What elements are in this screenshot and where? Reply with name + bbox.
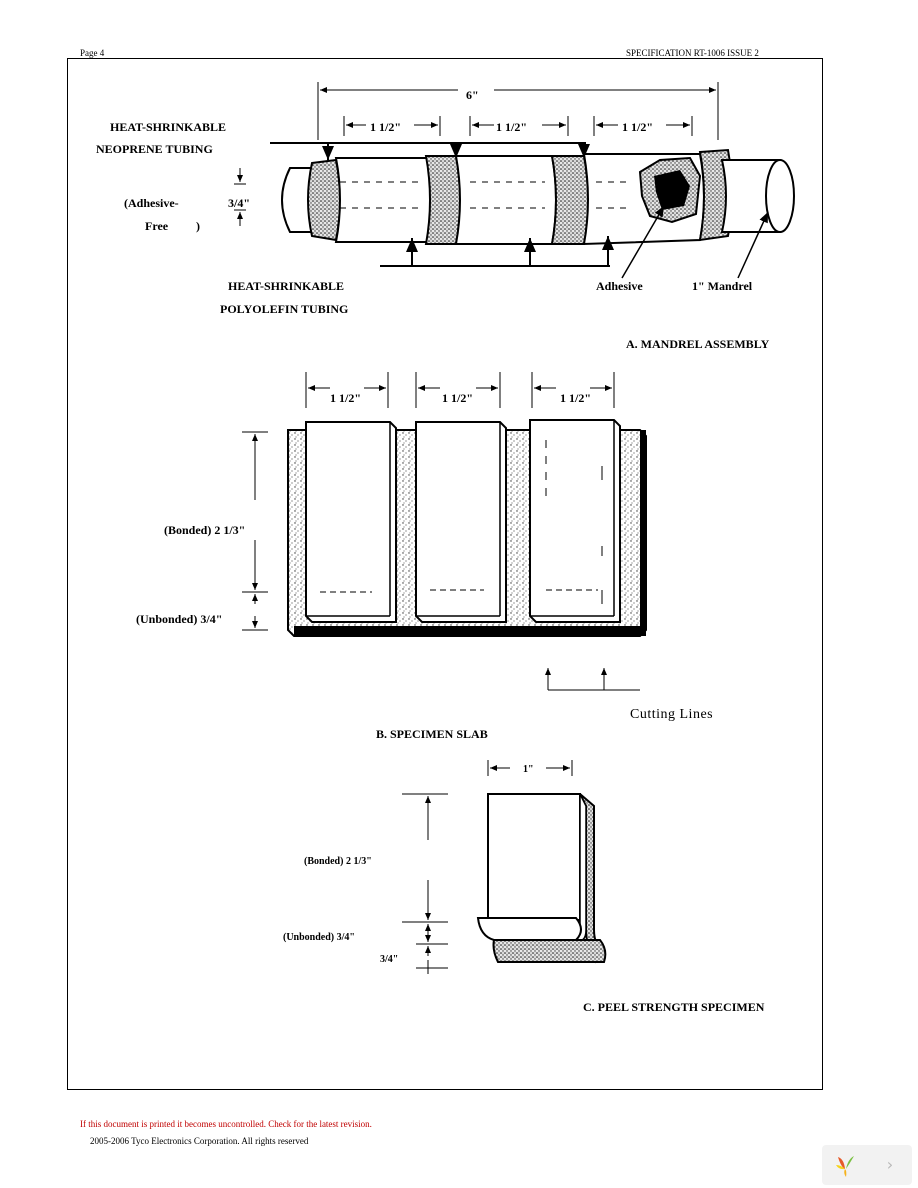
uncontrolled-warning: If this document is printed it becomes u…: [80, 1119, 372, 1129]
mandrel-assembly-drawing: [234, 82, 795, 279]
page-number: Page 4: [80, 48, 105, 58]
page-frame: [67, 58, 823, 1090]
polyolefin-label-line2: POLYOLEFIN TUBING: [220, 302, 349, 316]
chevron-right-icon[interactable]: ›: [886, 1155, 894, 1174]
slab-dim-seg2: 1 1/2": [442, 391, 473, 405]
viewer-nav-widget: ›: [822, 1145, 912, 1185]
dim-seg3: 1 1/2": [622, 120, 653, 134]
slab-dim-seg1: 1 1/2": [330, 391, 361, 405]
mandrel-label: 1" Mandrel: [692, 279, 753, 293]
dim-total-6in: 6": [466, 88, 479, 102]
peel-dim-tail: 3/4": [380, 954, 399, 965]
peel-bonded-label: (Bonded) 2 1/3": [304, 856, 372, 867]
neoprene-label-line1: HEAT-SHRINKABLE: [110, 120, 227, 134]
cutting-lines-label: Cutting Lines: [630, 707, 714, 722]
adhesive-free-line2: Free: [145, 219, 169, 233]
slab-bonded-label: (Bonded) 2 1/3": [164, 523, 246, 537]
adhesive-free-line1: (Adhesive-: [124, 196, 179, 210]
caption-mandrel-assembly: A. MANDREL ASSEMBLY: [626, 337, 770, 351]
caption-specimen-slab: B. SPECIMEN SLAB: [376, 727, 488, 741]
peel-dim-width: 1": [523, 764, 534, 775]
adhesive-free-close: ): [196, 219, 200, 233]
adhesive-label: Adhesive: [596, 279, 643, 293]
neoprene-label-line2: NEOPRENE TUBING: [96, 142, 213, 156]
slab-dim-seg3: 1 1/2": [560, 391, 591, 405]
dim-seg2: 1 1/2": [496, 120, 527, 134]
peel-specimen-drawing: [402, 760, 607, 974]
spec-number: SPECIFICATION RT-1006 ISSUE 2: [626, 48, 759, 58]
peel-unbonded-label: (Unbonded) 3/4": [283, 932, 355, 943]
dim-gap-3-4: 3/4": [228, 196, 250, 210]
slab-unbonded-label: (Unbonded) 3/4": [136, 612, 223, 626]
dim-seg1: 1 1/2": [370, 120, 401, 134]
specimen-slab-drawing: [242, 372, 647, 691]
viewer-logo-icon[interactable]: [832, 1151, 860, 1179]
polyolefin-label-line1: HEAT-SHRINKABLE: [228, 279, 345, 293]
copyright-notice: 2005-2006 Tyco Electronics Corporation. …: [90, 1136, 309, 1146]
caption-peel-strength: C. PEEL STRENGTH SPECIMEN: [583, 1000, 765, 1014]
